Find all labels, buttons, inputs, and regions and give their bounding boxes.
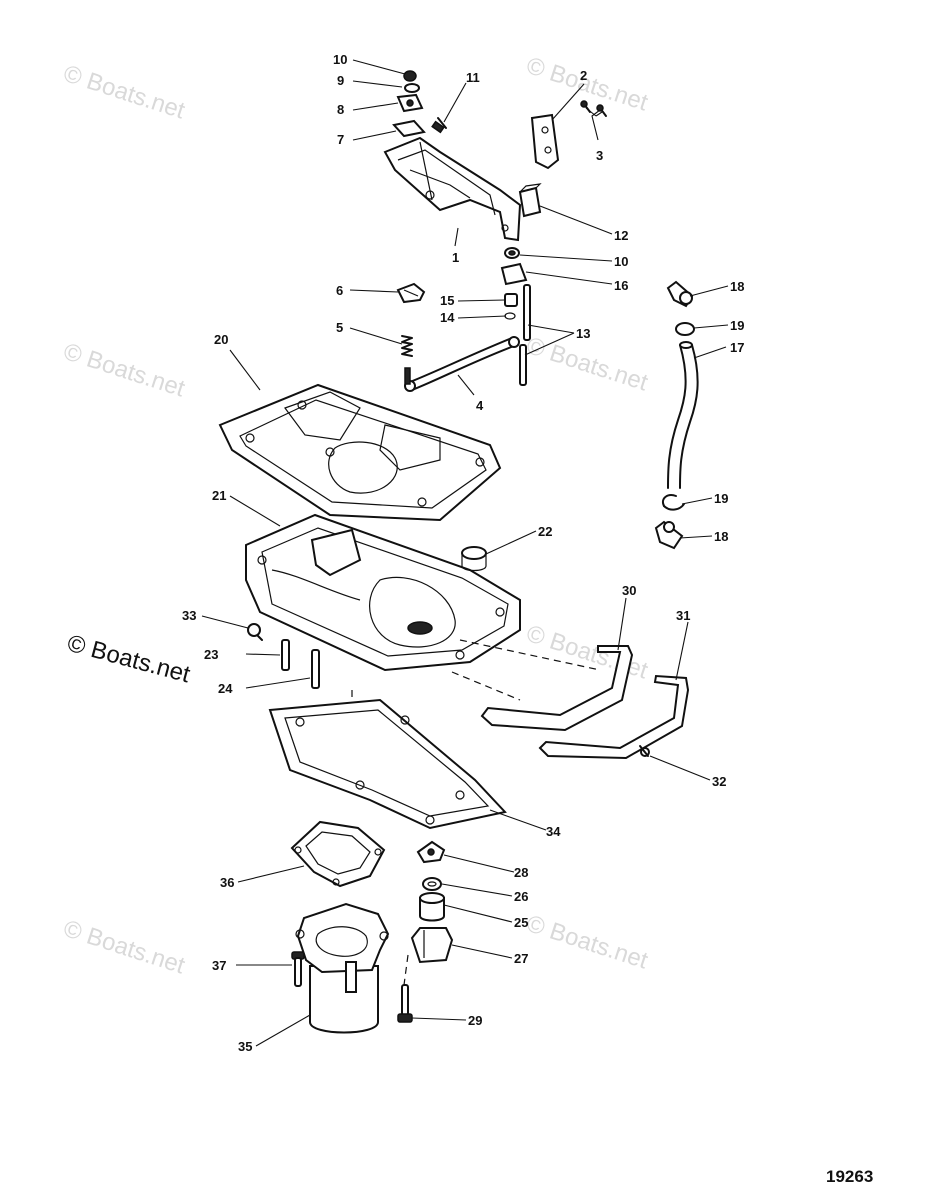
screw-37	[291, 951, 305, 987]
watermark-7: © Boats.net	[523, 910, 651, 975]
callout-22: 22	[538, 524, 552, 539]
callout-18-top: 18	[730, 279, 744, 294]
callout-labels: 10 9 8 7 11 2 3 1 12 10 16 15 14 13 6 5 …	[182, 52, 744, 1054]
callout-35: 35	[238, 1039, 252, 1054]
callout-30: 30	[622, 583, 636, 598]
clip-6	[396, 282, 426, 304]
hose-17	[667, 341, 699, 489]
callout-2: 2	[580, 68, 587, 83]
fitting-18-top	[666, 280, 694, 308]
bushing-26	[422, 877, 442, 891]
gasket-20	[218, 383, 502, 522]
watermark-6: © Boats.net	[60, 915, 188, 980]
callout-5: 5	[336, 320, 343, 335]
rod-13a	[523, 284, 531, 341]
watermark-3: © Boats.net	[60, 338, 188, 403]
watermark-5: © Boats.net	[523, 620, 651, 685]
nut-10-top	[403, 70, 417, 82]
screw-33	[247, 623, 263, 641]
callout-8: 8	[337, 102, 344, 117]
callout-9: 9	[337, 73, 344, 88]
callout-18-bottom: 18	[714, 529, 728, 544]
callout-10-top: 10	[333, 52, 347, 67]
housing-35	[295, 902, 390, 1034]
watermark-dark: © Boats.net	[64, 630, 193, 689]
arm-16	[500, 262, 528, 286]
callout-3: 3	[596, 148, 603, 163]
callout-24: 24	[218, 681, 233, 696]
diagram-number: 19263	[826, 1167, 873, 1186]
bracket-1	[383, 136, 522, 242]
bracket-31	[538, 674, 690, 760]
callout-27: 27	[514, 951, 528, 966]
spring-5	[401, 335, 413, 357]
parts-artwork	[218, 70, 699, 1034]
callout-28: 28	[514, 865, 528, 880]
bushing-22	[461, 546, 487, 572]
clip-14	[504, 312, 516, 320]
callout-23: 23	[204, 647, 218, 662]
adapter-plate-21	[245, 513, 521, 672]
washer-9	[404, 83, 420, 93]
callout-37: 37	[212, 958, 226, 973]
callout-19-top: 19	[730, 318, 744, 333]
callout-25: 25	[514, 915, 528, 930]
clamp-19-bottom	[662, 494, 685, 511]
bushing-25	[419, 892, 445, 922]
alignment-line-3	[451, 671, 521, 701]
fitting-18-bottom	[654, 520, 684, 550]
watermark-4: © Boats.net	[523, 332, 651, 397]
bracket-8	[396, 93, 424, 113]
callout-20: 20	[214, 332, 228, 347]
callout-12: 12	[614, 228, 628, 243]
callout-26: 26	[514, 889, 528, 904]
watermark-1: © Boats.net	[60, 60, 188, 125]
link-4	[404, 336, 520, 392]
screw-29	[397, 954, 413, 1023]
clamp-19-top	[675, 322, 695, 336]
callout-11: 11	[466, 70, 480, 85]
callout-32: 32	[712, 774, 726, 789]
plate-28	[416, 840, 446, 864]
rod-13b	[519, 344, 527, 386]
callout-21: 21	[212, 488, 226, 503]
leader-lines	[201, 59, 729, 1047]
callout-6: 6	[336, 283, 343, 298]
callout-33: 33	[182, 608, 196, 623]
screw-32	[639, 745, 650, 757]
callout-16: 16	[614, 278, 628, 293]
gasket-34	[268, 698, 507, 830]
block-12	[518, 183, 542, 218]
callout-15: 15	[440, 293, 454, 308]
callout-10-mid: 10	[614, 254, 628, 269]
callout-29: 29	[468, 1013, 482, 1028]
lever-2	[530, 113, 560, 170]
screw-11	[431, 117, 447, 134]
clamp-27	[410, 927, 454, 964]
plate-7	[392, 119, 426, 138]
callout-1: 1	[452, 250, 459, 265]
callout-13: 13	[576, 326, 590, 341]
bracket-30	[480, 645, 634, 732]
callout-34: 34	[546, 824, 561, 839]
callout-17: 17	[730, 340, 744, 355]
nut-10-mid	[504, 247, 520, 259]
callout-4: 4	[476, 398, 484, 413]
callout-14: 14	[440, 310, 455, 325]
callout-19-bottom: 19	[714, 491, 728, 506]
callout-31: 31	[676, 608, 690, 623]
callout-7: 7	[337, 132, 344, 147]
stud-24	[311, 649, 320, 689]
stud-23	[281, 639, 290, 671]
callout-36: 36	[220, 875, 234, 890]
gasket-36	[290, 820, 386, 888]
fitting-15	[504, 293, 518, 307]
